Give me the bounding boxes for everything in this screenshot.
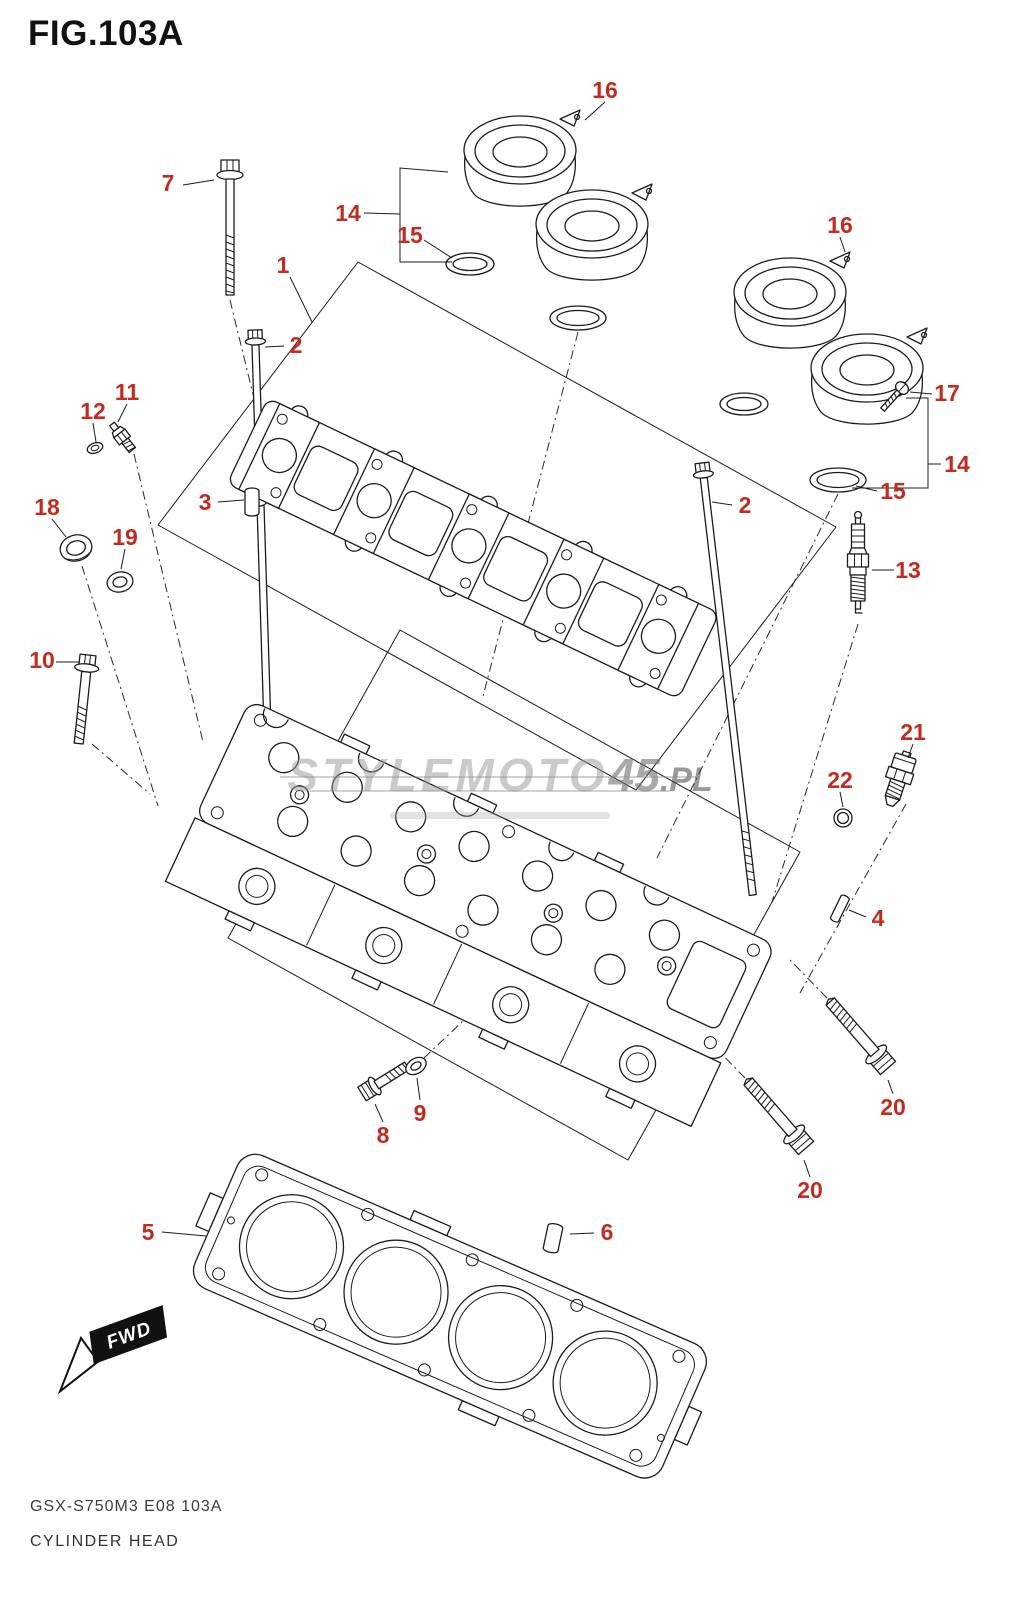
callout-17: 17 [934, 380, 960, 406]
leader-line-12 [92, 422, 97, 443]
bolt-7 [216, 159, 244, 296]
callout-6: 6 [601, 1219, 614, 1245]
bracket-leaders [399, 167, 929, 489]
leader-line-16 [584, 101, 606, 121]
callout-4: 4 [872, 905, 885, 931]
leader-line-14 [363, 212, 401, 215]
callout-2: 2 [739, 492, 752, 518]
callout-19: 19 [112, 524, 138, 550]
leader-line-2 [264, 345, 285, 348]
leader-line-2 [711, 501, 733, 506]
bolt-8 [357, 1061, 410, 1102]
callout-20: 20 [880, 1094, 906, 1120]
o-ring-15-left [445, 252, 495, 276]
callout-15: 15 [397, 222, 423, 248]
callout-2: 2 [290, 332, 303, 358]
washer-12 [86, 441, 104, 455]
callout-7: 7 [162, 170, 175, 196]
callout-13: 13 [895, 557, 921, 583]
leader-line-9 [416, 1077, 421, 1101]
callout-22: 22 [827, 767, 853, 793]
leader-line-5 [161, 1231, 207, 1237]
leader-line-20 [887, 1079, 894, 1095]
leader-line-4 [848, 909, 867, 918]
callout-5: 5 [142, 1219, 155, 1245]
leader-line-6 [569, 1232, 595, 1235]
footer-model-code: GSX-S750M3 E08 103A [30, 1498, 223, 1515]
leader-line-16 [839, 236, 846, 253]
leader-line-22 [839, 791, 844, 808]
callout-16: 16 [827, 212, 853, 238]
dowel-3 [244, 487, 260, 517]
centerline-guides [81, 299, 907, 1079]
leader-line-11 [117, 403, 128, 423]
callout-3: 3 [199, 489, 212, 515]
cylinder-head [164, 703, 772, 1128]
leader-line-18 [51, 518, 67, 538]
o-ring-15-right [719, 392, 769, 416]
callout-12: 12 [80, 398, 106, 424]
bolt-20-upper [817, 990, 899, 1078]
union-11 [108, 421, 137, 454]
washer-19 [106, 571, 134, 593]
washer-9 [405, 1056, 427, 1076]
pin-4 [829, 894, 850, 923]
callout-9: 9 [414, 1100, 427, 1126]
leader-line-7 [182, 179, 215, 186]
intake-joint-group-left [445, 109, 653, 331]
callout-8: 8 [377, 1122, 390, 1148]
dowel-6 [542, 1222, 564, 1254]
cap-18 [59, 534, 93, 562]
leader-line-1 [289, 276, 313, 323]
o-ring-15-left-2 [549, 305, 607, 331]
head-gasket [192, 1153, 708, 1479]
bolt-20-lower [735, 1070, 817, 1158]
callout-21: 21 [900, 719, 926, 745]
intake-joint-group-right [719, 251, 928, 493]
o-ring-22 [833, 808, 853, 828]
stud-bolt-right [692, 461, 757, 897]
callout-14: 14 [944, 451, 970, 477]
figure-title: FIG.103A [28, 14, 184, 53]
leader-line-3 [217, 499, 245, 503]
leader-line-15 [423, 239, 453, 259]
leader-line-19 [120, 548, 126, 570]
camshaft-holder [229, 400, 717, 697]
leader-line-20 [803, 1159, 811, 1178]
leader-line-8 [374, 1103, 384, 1123]
callout-20: 20 [797, 1177, 823, 1203]
upper-assembly-box [157, 261, 837, 791]
callout-18: 18 [34, 494, 60, 520]
spark-plug-13 [846, 510, 870, 614]
footer-figure-name: CYLINDER HEAD [30, 1533, 180, 1550]
fwd-marker: FWD [57, 1305, 168, 1395]
callout-10: 10 [29, 647, 55, 673]
fwd-flag [89, 1305, 168, 1365]
callout-11: 11 [115, 379, 140, 405]
callout-1: 1 [277, 252, 290, 278]
callout-14: 14 [335, 200, 361, 226]
sensor-21 [884, 750, 917, 808]
leader-line-17 [909, 391, 933, 395]
fwd-arrowhead-icon [57, 1335, 100, 1395]
screw-17 [880, 381, 910, 412]
leader-line-21 [907, 743, 914, 759]
leader-line-15 [855, 485, 878, 492]
bolt-10 [73, 653, 100, 745]
callout-15: 15 [880, 478, 906, 504]
callout-16: 16 [592, 77, 618, 103]
